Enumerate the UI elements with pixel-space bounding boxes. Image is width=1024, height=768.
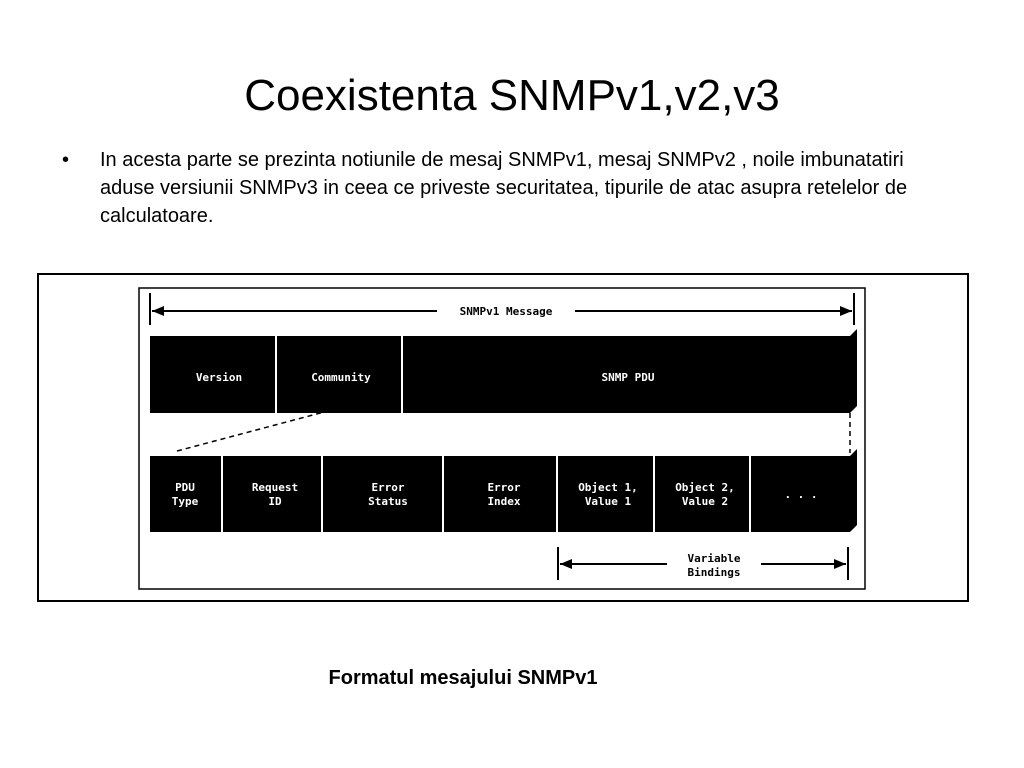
- bullet-marker: •: [62, 149, 70, 171]
- field-error-status-line2: Status: [368, 495, 408, 508]
- bullet-item: • In acesta parte se prezinta notiunile …: [62, 146, 962, 230]
- message-label: SNMPv1 Message: [460, 305, 553, 318]
- snmpv1-message-diagram: SNMPv1 Message Version Community SNMP PD…: [138, 287, 866, 590]
- bindings-label-line1: Variable: [688, 552, 741, 565]
- bindings-span-arrow: [557, 547, 849, 580]
- diagram-frame: SNMPv1 Message Version Community SNMP PD…: [37, 273, 969, 602]
- pdu-fields-block: [150, 449, 857, 532]
- field-version: Version: [196, 371, 242, 384]
- bindings-label-line2: Bindings: [688, 566, 741, 579]
- field-ellipsis: . . .: [784, 488, 817, 501]
- top-fields-block: [150, 329, 857, 413]
- field-error-status-line1: Error: [371, 481, 404, 494]
- message-span-arrow: [149, 293, 855, 325]
- field-request-id-line2: ID: [268, 495, 282, 508]
- diagram-caption: Formatul mesajului SNMPv1: [328, 667, 598, 689]
- field-object2-line2: Value 2: [682, 495, 728, 508]
- field-error-index-line1: Error: [487, 481, 520, 494]
- field-snmp-pdu: SNMP PDU: [602, 371, 655, 384]
- expansion-line-left: [176, 335, 612, 452]
- field-request-id-line1: Request: [252, 481, 298, 494]
- field-object2-line1: Object 2,: [675, 481, 735, 494]
- figure-inner-border: [138, 287, 866, 590]
- slide-title: Coexistenta SNMPv1,v2,v3: [244, 71, 780, 120]
- field-community: Community: [311, 371, 371, 384]
- field-object1-line2: Value 1: [585, 495, 632, 508]
- bullet-text: In acesta parte se prezinta notiunile de…: [100, 149, 908, 227]
- field-object1-line1: Object 1,: [578, 481, 638, 494]
- field-pdu-type-line1: PDU: [175, 481, 195, 494]
- field-error-index-line2: Index: [487, 495, 520, 508]
- field-pdu-type-line2: Type: [172, 495, 199, 508]
